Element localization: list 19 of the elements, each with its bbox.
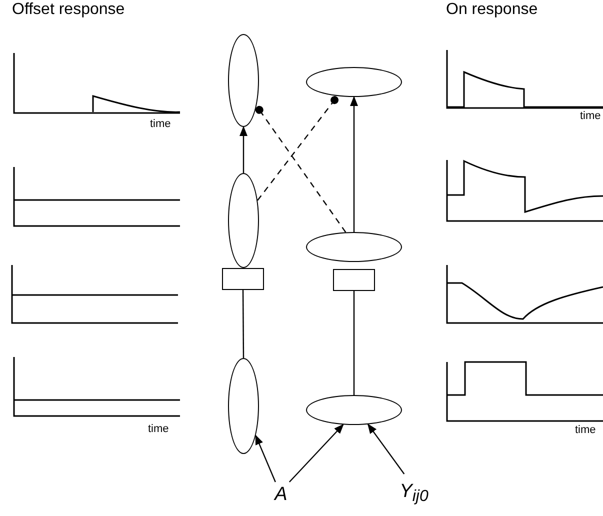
arrow bbox=[255, 434, 276, 482]
block-rectangle bbox=[333, 269, 375, 291]
dashed-connector bbox=[257, 96, 339, 201]
input-label: A bbox=[274, 484, 288, 504]
block-rectangle bbox=[222, 268, 264, 290]
connector-line bbox=[242, 290, 244, 358]
column-title: Offset response bbox=[12, 2, 125, 18]
axis-label: time bbox=[148, 424, 169, 435]
arrow bbox=[350, 96, 358, 232]
arrow bbox=[288, 424, 344, 482]
arrow bbox=[367, 424, 405, 474]
dashed-connector bbox=[255, 106, 346, 233]
axis-label: time bbox=[150, 119, 171, 130]
axis-label: time bbox=[575, 425, 596, 436]
column-title: On response bbox=[446, 2, 538, 18]
connector-line bbox=[353, 291, 355, 395]
arrow bbox=[240, 126, 248, 173]
axis-label: time bbox=[580, 111, 601, 122]
node-ellipse bbox=[228, 173, 259, 268]
